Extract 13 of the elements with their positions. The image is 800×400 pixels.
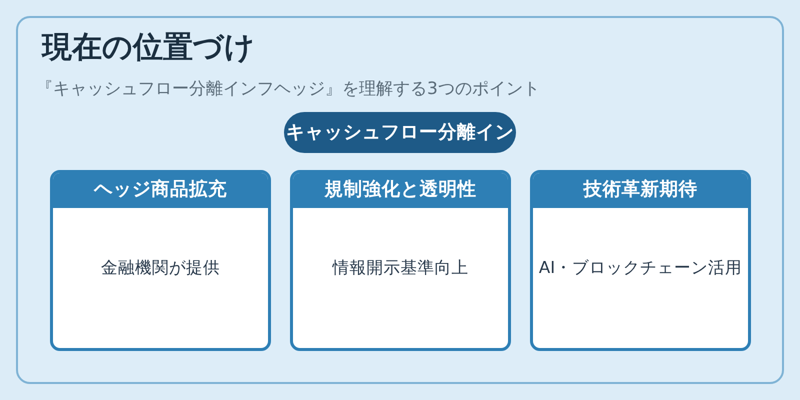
card bbox=[530, 170, 751, 351]
card-text: AI・ブロックチェーン活用 bbox=[538, 257, 742, 279]
card-header: 規制強化と透明性 bbox=[293, 173, 508, 208]
card-text: 金融機関が提供 bbox=[101, 257, 220, 279]
panel bbox=[16, 16, 784, 384]
subtitle: 『キャッシュフロー分離インフヘッジ』を理解する3つのポイント bbox=[36, 78, 540, 101]
card-header: 技術革新期待 bbox=[533, 173, 748, 208]
card-header: ヘッジ商品拡充 bbox=[53, 173, 268, 208]
card bbox=[50, 170, 271, 351]
pill-label: キャッシュフロー分離イン bbox=[284, 112, 516, 153]
card-text: 情報開示基準向上 bbox=[332, 257, 468, 279]
heading: 現在の位置づけ bbox=[42, 29, 255, 67]
card bbox=[290, 170, 511, 351]
